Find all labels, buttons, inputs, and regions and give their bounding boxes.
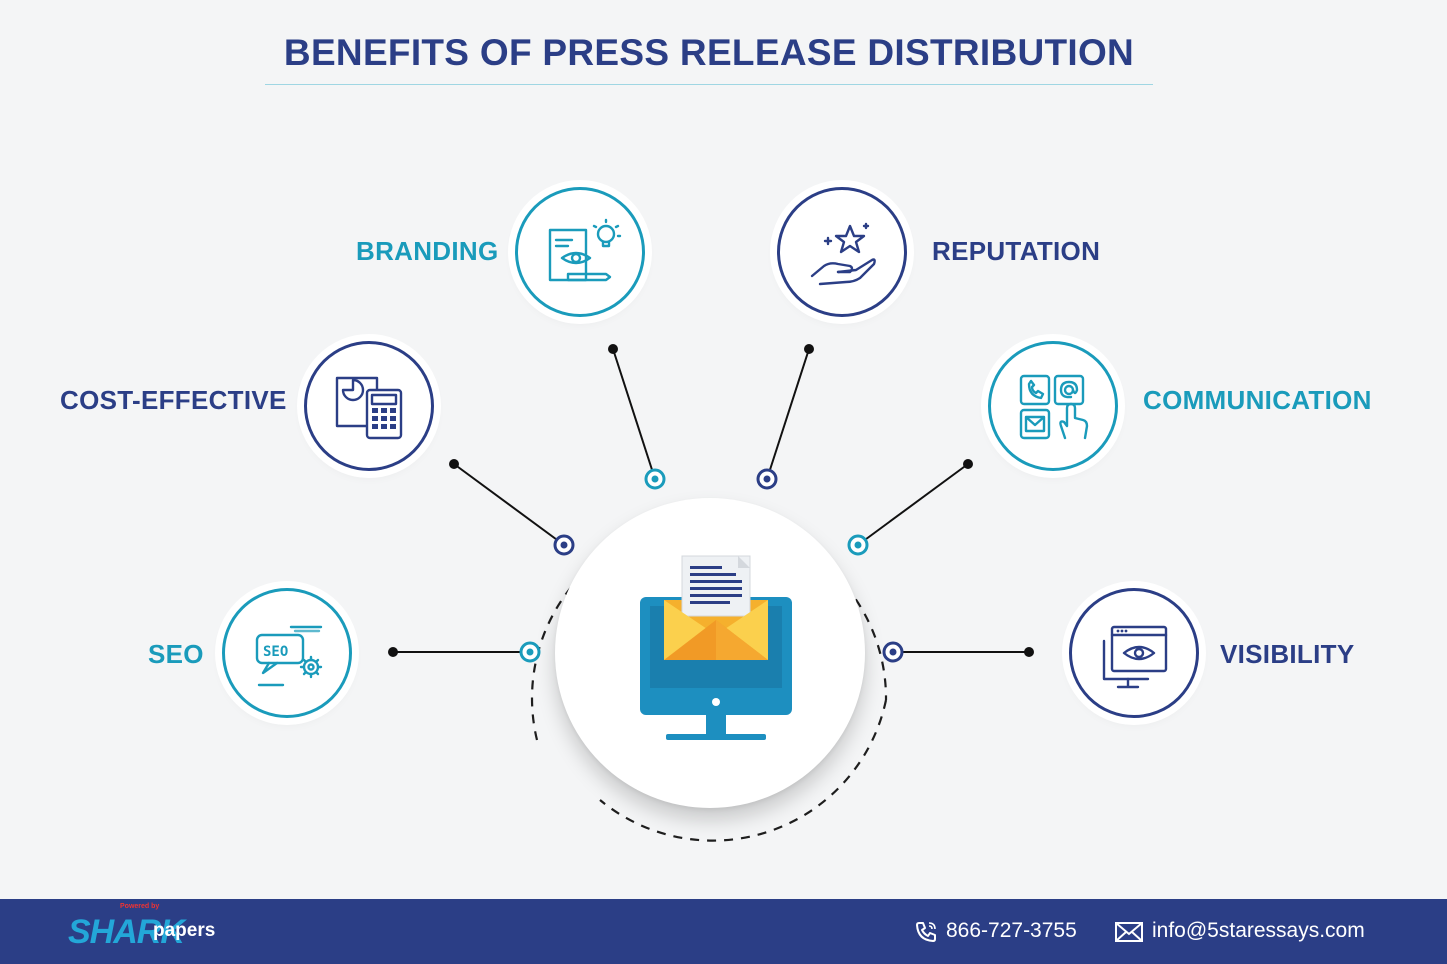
svg-text:SEO: SEO — [263, 644, 288, 660]
monitor-envelope-document-icon — [640, 555, 792, 740]
benefit-label-reputation: REPUTATION — [932, 236, 1101, 266]
phone-icon — [916, 922, 936, 942]
benefit-label-visibility: VISIBILITY — [1220, 639, 1355, 669]
benefit-node-visibility — [1069, 588, 1199, 718]
benefit-node-communication — [988, 341, 1118, 471]
title-divider — [265, 84, 1153, 85]
shark-papers-logo[interactable]: Powered by SHARK papers — [68, 903, 228, 959]
phone-number: 866-727-3755 — [946, 919, 1077, 942]
contact-tiles-icon — [1019, 374, 1089, 440]
benefit-node-reputation — [777, 187, 907, 317]
benefit-node-branding — [515, 187, 645, 317]
connector-branding — [612, 348, 656, 480]
benefit-node-seo: SEO — [222, 588, 352, 718]
monitor-eye-icon — [1102, 625, 1168, 689]
connector-communication-end — [963, 459, 973, 469]
connector-reputation-end — [804, 344, 814, 354]
footer-bar: Powered by SHARK papers 866-727-3755 inf… — [0, 899, 1447, 964]
benefit-label-communication: COMMUNICATION — [1143, 385, 1372, 415]
connector-cost-effective-end — [449, 459, 459, 469]
envelope-icon — [1115, 922, 1143, 942]
branding-eye-pencil-icon — [548, 218, 622, 282]
connector-communication — [857, 463, 969, 546]
connector-visibility-end — [1024, 647, 1034, 657]
connector-branding-end — [608, 344, 618, 354]
connector-cost-effective — [453, 463, 565, 546]
benefit-label-cost-effective: COST-EFFECTIVE — [60, 385, 287, 415]
calculator-chart-icon — [335, 376, 403, 440]
benefit-node-cost-effective — [304, 341, 434, 471]
connector-reputation — [766, 348, 810, 480]
star-hand-icon — [810, 222, 876, 286]
logo-tagline: Powered by — [120, 903, 160, 910]
logo-papers-text: papers — [153, 920, 216, 941]
logo-shark-text: SHARK — [68, 913, 185, 951]
page-title: BENEFITS OF PRESS RELEASE DISTRIBUTION — [283, 32, 1135, 73]
seo-chat-icon: SEO — [255, 625, 323, 687]
email-address: info@5staressays.com — [1152, 919, 1365, 942]
benefit-label-seo: SEO — [148, 639, 204, 669]
connector-seo-end — [388, 647, 398, 657]
benefit-label-branding: BRANDING — [356, 236, 499, 266]
connector-diagram — [388, 344, 1034, 842]
